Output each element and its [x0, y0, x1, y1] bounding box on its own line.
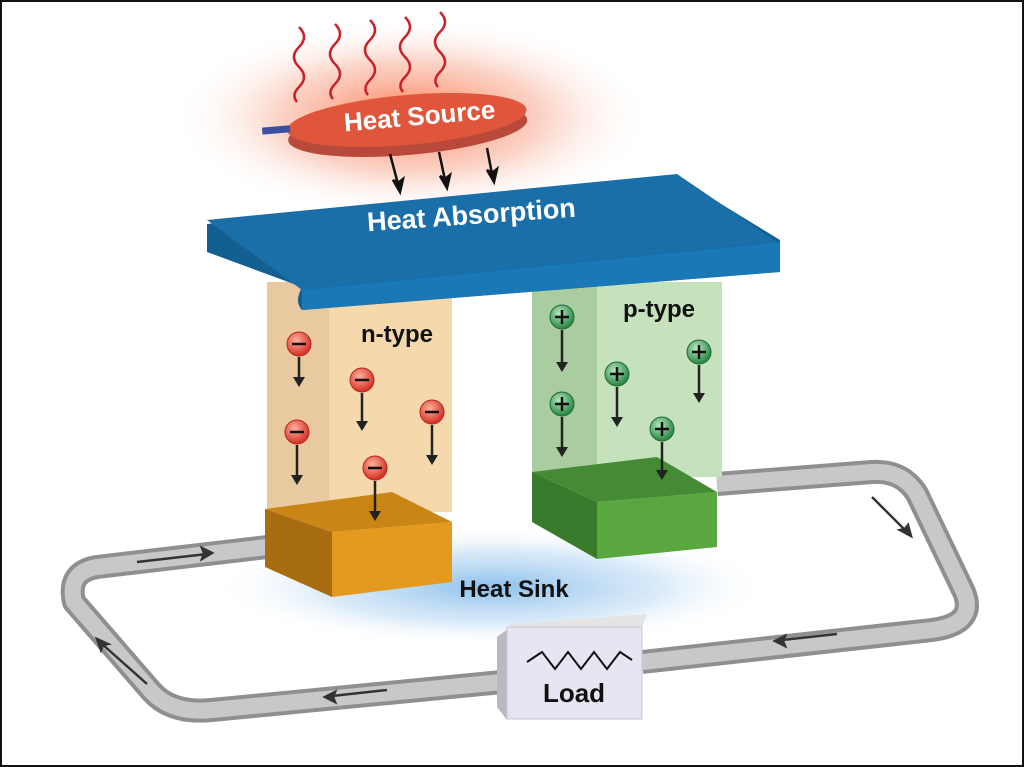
hole-icon — [604, 361, 630, 427]
current-arrows — [94, 496, 913, 705]
circuit-loop — [60, 459, 979, 723]
holes — [549, 304, 712, 457]
n-type-label: n-type — [361, 321, 433, 348]
electron-icon — [419, 399, 445, 465]
terminal-icon — [261, 125, 291, 135]
heat-waves — [292, 11, 447, 103]
hole-icon — [549, 391, 575, 457]
heat-source: Heat Source — [261, 92, 528, 157]
electron-icon — [362, 455, 388, 521]
n-type-block — [265, 492, 452, 597]
load-box: Load — [497, 614, 647, 720]
electron-icon — [284, 419, 310, 485]
resistor-icon — [526, 650, 633, 671]
electron-icon — [349, 367, 375, 431]
heat-sink-label: Heat Sink — [459, 576, 569, 603]
p-type-block — [532, 457, 717, 559]
heat-flow-arrows — [388, 147, 500, 196]
electrons — [284, 331, 445, 485]
hole-icon — [549, 304, 575, 372]
hole-icon — [686, 339, 712, 403]
heat-absorption-plate: Heat Absorption — [207, 174, 780, 310]
load-label: Load — [543, 678, 605, 708]
p-type-label: p-type — [623, 296, 695, 323]
electron-icon — [286, 331, 312, 387]
hole-icon — [649, 416, 675, 480]
